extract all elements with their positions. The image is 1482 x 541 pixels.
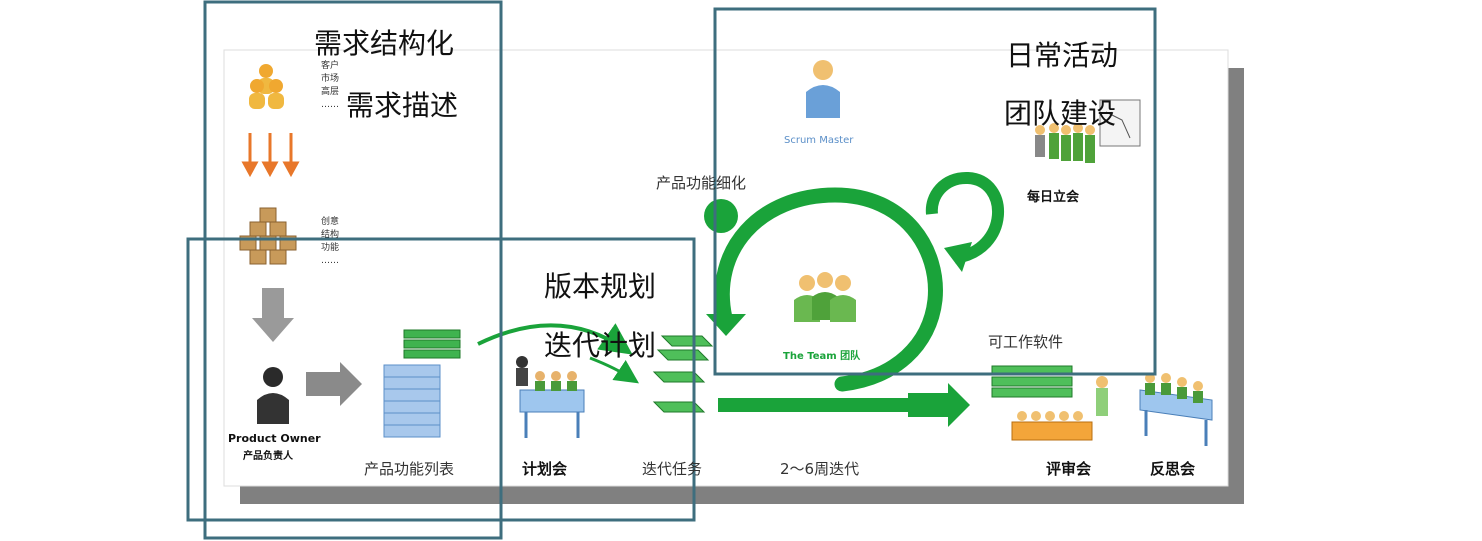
to-software-arrow bbox=[908, 383, 970, 427]
requirements-structuring-label: 需求结构化 bbox=[314, 27, 455, 60]
daily-standup-label: 每日立会 bbox=[1027, 190, 1080, 205]
iteration-planning-label: 迭代计划 bbox=[544, 329, 657, 362]
feature-item: 创意 bbox=[321, 217, 340, 227]
review-meeting-icon bbox=[1011, 376, 1108, 441]
backlog-to-planning-arrow bbox=[477, 323, 633, 355]
iteration-length-label: 2～6周迭代 bbox=[780, 460, 860, 478]
source-item: …… bbox=[321, 100, 339, 110]
iteration-band bbox=[718, 398, 908, 412]
planning-to-sprint-arrow bbox=[589, 356, 639, 384]
feature-item: 结构 bbox=[321, 230, 340, 240]
orange-down-arrows bbox=[241, 133, 300, 178]
requirements-description-label: 需求描述 bbox=[346, 89, 459, 122]
team-label: The Team 团队 bbox=[783, 351, 861, 362]
product-owner-cn-label: 产品负责人 bbox=[243, 451, 293, 462]
product-owner-icon bbox=[257, 367, 289, 424]
gray-right-arrow bbox=[306, 362, 362, 406]
team-icon bbox=[794, 272, 856, 322]
daily-cycle-head bbox=[944, 242, 972, 272]
iteration-cycle-arrow bbox=[714, 187, 943, 392]
source-item: 高层 bbox=[321, 87, 340, 97]
product-backlog-label: 产品功能列表 bbox=[364, 460, 455, 478]
features-list: 创意 结构 功能 …… bbox=[321, 216, 339, 268]
release-planning-box bbox=[186, 237, 696, 522]
team-building-label: 团队建设 bbox=[1004, 97, 1117, 130]
gray-down-arrow bbox=[252, 288, 294, 342]
product-owner-en-label: Product Owner bbox=[228, 432, 321, 445]
daily-standup-icon bbox=[1035, 99, 1141, 163]
refinement-label: 产品功能细化 bbox=[656, 174, 747, 192]
source-item: 市场 bbox=[321, 74, 340, 84]
scrum-master-label: Scrum Master bbox=[784, 135, 854, 146]
stakeholders-icon bbox=[249, 64, 284, 109]
requirements-box bbox=[203, 0, 503, 540]
source-item: 客户 bbox=[321, 61, 340, 71]
product-backlog-icon bbox=[383, 329, 461, 438]
daily-activities-box bbox=[713, 7, 1157, 376]
working-software-label: 可工作软件 bbox=[988, 333, 1064, 351]
review-meeting-label: 评审会 bbox=[1046, 460, 1092, 478]
feature-item: 功能 bbox=[321, 243, 340, 253]
sprint-backlog-label: 迭代任务 bbox=[642, 460, 703, 478]
refinement-dot bbox=[704, 199, 738, 233]
feature-item: …… bbox=[321, 256, 339, 266]
sources-list: 客户 市场 高层 …… bbox=[321, 60, 339, 112]
release-planning-label: 版本规划 bbox=[544, 270, 657, 303]
planning-meeting-icon bbox=[516, 356, 585, 438]
retrospective-label: 反思会 bbox=[1150, 460, 1196, 478]
scrum-master-icon bbox=[806, 60, 840, 118]
planning-meeting-label: 计划会 bbox=[522, 460, 568, 478]
daily-activities-label: 日常活动 bbox=[1006, 39, 1119, 72]
working-software-icon bbox=[991, 365, 1073, 398]
daily-cycle-arrow bbox=[925, 172, 1005, 264]
